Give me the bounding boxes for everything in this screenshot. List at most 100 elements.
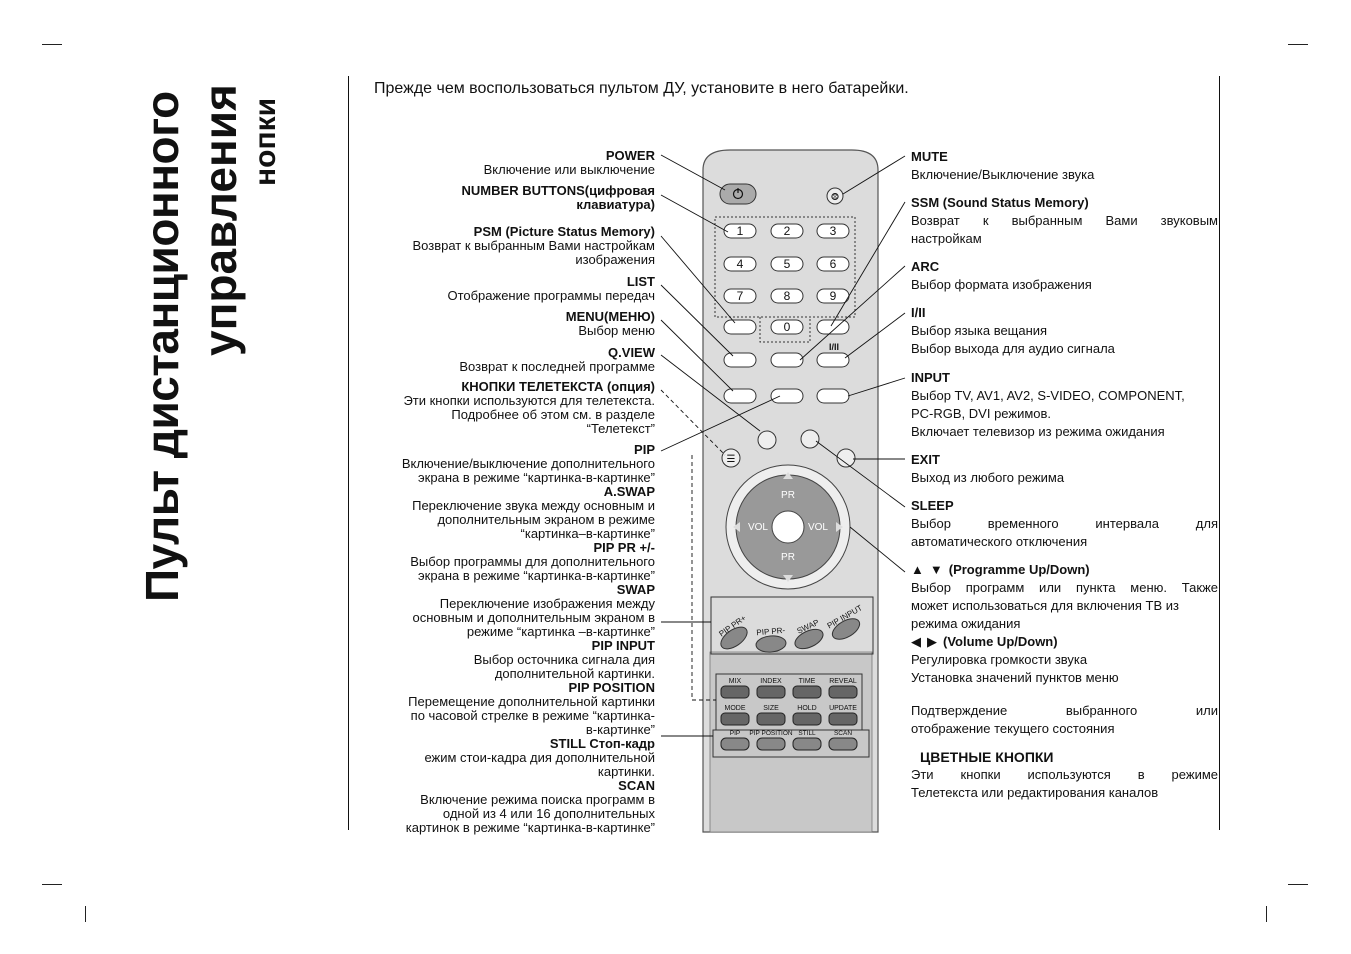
label-pip: PIP Включение/выключение дополнительного… bbox=[402, 443, 655, 835]
teletext-button[interactable] bbox=[756, 685, 786, 699]
sleep-text-2: автоматического отключения bbox=[911, 534, 1088, 549]
label-number-buttons: NUMBER BUTTONS(цифровая клавиатура) bbox=[462, 184, 655, 212]
volume-title: (Volume Up/Down) bbox=[943, 634, 1058, 649]
power-button bbox=[719, 183, 757, 205]
crop-mark bbox=[42, 44, 62, 45]
psm-text-2: изображения bbox=[575, 252, 655, 267]
arc-button[interactable] bbox=[770, 352, 804, 368]
digit-button-7[interactable] bbox=[723, 288, 757, 304]
digit-label: 6 bbox=[830, 257, 837, 271]
a-swap-text-1: Переключение звука между основным и bbox=[412, 498, 655, 513]
label-ssm: SSM (Sound Status Memory) Возврат к выбр… bbox=[911, 194, 1218, 248]
ssm-title: SSM (Sound Status Memory) bbox=[911, 195, 1089, 210]
pip-button-3[interactable] bbox=[829, 615, 863, 644]
pip-position-text-1: Перемещение дополнительной картинки bbox=[408, 694, 655, 709]
digit-label: 5 bbox=[784, 257, 791, 271]
teletext-button[interactable] bbox=[720, 685, 750, 699]
crop-mark bbox=[85, 906, 86, 922]
digit-label: 9 bbox=[830, 289, 837, 303]
q-view-title: Q.VIEW bbox=[608, 345, 655, 360]
right-arrow-icon bbox=[836, 522, 843, 532]
psm-title: PSM (Picture Status Memory) bbox=[473, 224, 655, 239]
arc-text: Выбор формата изображения bbox=[911, 277, 1092, 292]
digit-button-8[interactable] bbox=[770, 288, 804, 304]
label-sleep: SLEEP Выбор временного интервала для авт… bbox=[911, 497, 1218, 551]
digit-label: 1 bbox=[737, 224, 744, 238]
up-triangle-icon: ▲ bbox=[911, 562, 924, 577]
swap-text-2: основным и дополнительным экраном в bbox=[412, 610, 656, 625]
left-arrow-icon bbox=[733, 522, 740, 532]
right-triangle-icon: ▶ bbox=[927, 634, 937, 649]
leader-lines-right bbox=[799, 155, 906, 573]
pip-bottom-label: STILL bbox=[798, 730, 816, 737]
pip-button-2[interactable] bbox=[792, 625, 826, 652]
teletext-button[interactable] bbox=[756, 712, 786, 726]
q-view-button bbox=[757, 430, 777, 450]
pip-bottom-button[interactable] bbox=[756, 737, 786, 751]
power-text: Включение или выключение bbox=[483, 162, 655, 177]
teletext-keys-text-3: “Телетекст” bbox=[586, 421, 655, 436]
sleep-button bbox=[836, 448, 856, 468]
teletext-button[interactable] bbox=[828, 685, 858, 699]
digit-button-3[interactable] bbox=[816, 223, 850, 239]
color-keys-text-1: Эти кнопки используются в режиме bbox=[911, 767, 1218, 782]
teletext-keys-text-1: Эти кнопки используются для телетекста. bbox=[403, 393, 655, 408]
label-power: POWER Включение или выключение bbox=[484, 149, 655, 177]
ssm-text-1: Возврат к выбранным Вами звуковым bbox=[911, 213, 1218, 228]
number-buttons-title: NUMBER BUTTONS(цифровая bbox=[461, 183, 655, 198]
pr-down-label: PR bbox=[781, 552, 795, 563]
i-ii-button[interactable] bbox=[816, 352, 850, 368]
programme-text-1: Выбор программ или пункта меню. Также bbox=[911, 580, 1218, 595]
label-teletext-keys: КНОПКИ ТЕЛЕТЕКСТА (опция) Эти кнопки исп… bbox=[403, 380, 655, 436]
menu-button[interactable] bbox=[723, 388, 757, 404]
teletext-button[interactable] bbox=[720, 712, 750, 726]
pip-bottom-label: PIP bbox=[730, 730, 740, 737]
mute-text: Включение/Выключение звука bbox=[911, 167, 1095, 182]
pip-bottom-button[interactable] bbox=[720, 737, 750, 751]
pip-button-0[interactable] bbox=[717, 623, 751, 653]
scan-title: SCAN bbox=[618, 778, 655, 793]
digit-button-5[interactable] bbox=[770, 256, 804, 272]
digit-label: 2 bbox=[784, 224, 791, 238]
list-button[interactable] bbox=[723, 352, 757, 368]
label-list: LIST Отображение программы передач bbox=[447, 275, 655, 303]
psm-button[interactable] bbox=[723, 319, 757, 335]
programme-title: (Programme Up/Down) bbox=[948, 562, 1090, 577]
digit-button-2[interactable] bbox=[770, 223, 804, 239]
still-title: STILL Стоп-кадр bbox=[549, 736, 655, 751]
swap-text-1: Переключение изображения между bbox=[439, 596, 655, 611]
teletext-button[interactable] bbox=[792, 712, 822, 726]
crop-mark bbox=[1288, 44, 1308, 45]
input-button[interactable] bbox=[816, 388, 850, 404]
teletext-button[interactable] bbox=[792, 685, 822, 699]
teletext-button[interactable] bbox=[770, 388, 804, 404]
pip-input-text-1: Выбор осточника сигнала дия bbox=[473, 652, 655, 667]
right-rule bbox=[1219, 76, 1220, 830]
digit-label: 8 bbox=[784, 289, 791, 303]
teletext-key-button bbox=[721, 448, 741, 468]
vol-right-label: VOL bbox=[808, 522, 828, 533]
a-swap-text-2: дополнительным экраном в режиме bbox=[437, 512, 655, 527]
pip-pr-text-1: Выбор программы для дополнительного bbox=[410, 554, 655, 569]
pip-bottom-button[interactable] bbox=[792, 737, 822, 751]
digit-button-0[interactable] bbox=[770, 319, 804, 335]
exit-text: Выход из любого режима bbox=[911, 470, 1065, 485]
pip-bottom-button[interactable] bbox=[828, 737, 858, 751]
digit-button-4[interactable] bbox=[723, 256, 757, 272]
digit-label: 0 bbox=[784, 320, 791, 334]
left-rule bbox=[348, 76, 349, 830]
teletext-label: SIZE bbox=[763, 705, 779, 712]
pip-button-1[interactable] bbox=[755, 635, 787, 654]
digit-label: 4 bbox=[737, 257, 744, 271]
programme-text-2: может использоваться для включения ТВ из bbox=[911, 598, 1179, 613]
teletext-button[interactable] bbox=[828, 712, 858, 726]
label-input: INPUT Выбор TV, AV1, AV2, S-VIDEO, COMPO… bbox=[911, 369, 1218, 441]
crop-mark bbox=[1266, 906, 1267, 922]
teletext-keys-text-2: Подробнее об этом см. в разделе bbox=[451, 407, 655, 422]
pip-bottom-label: PIP POSITION bbox=[749, 730, 793, 737]
digit-button-1[interactable] bbox=[723, 223, 757, 239]
i-ii-text-1: Выбор языка вещания bbox=[911, 323, 1048, 338]
digit-button-6[interactable] bbox=[816, 256, 850, 272]
label-programme: ▲▼(Programme Up/Down) Выбор программ или… bbox=[911, 561, 1218, 687]
